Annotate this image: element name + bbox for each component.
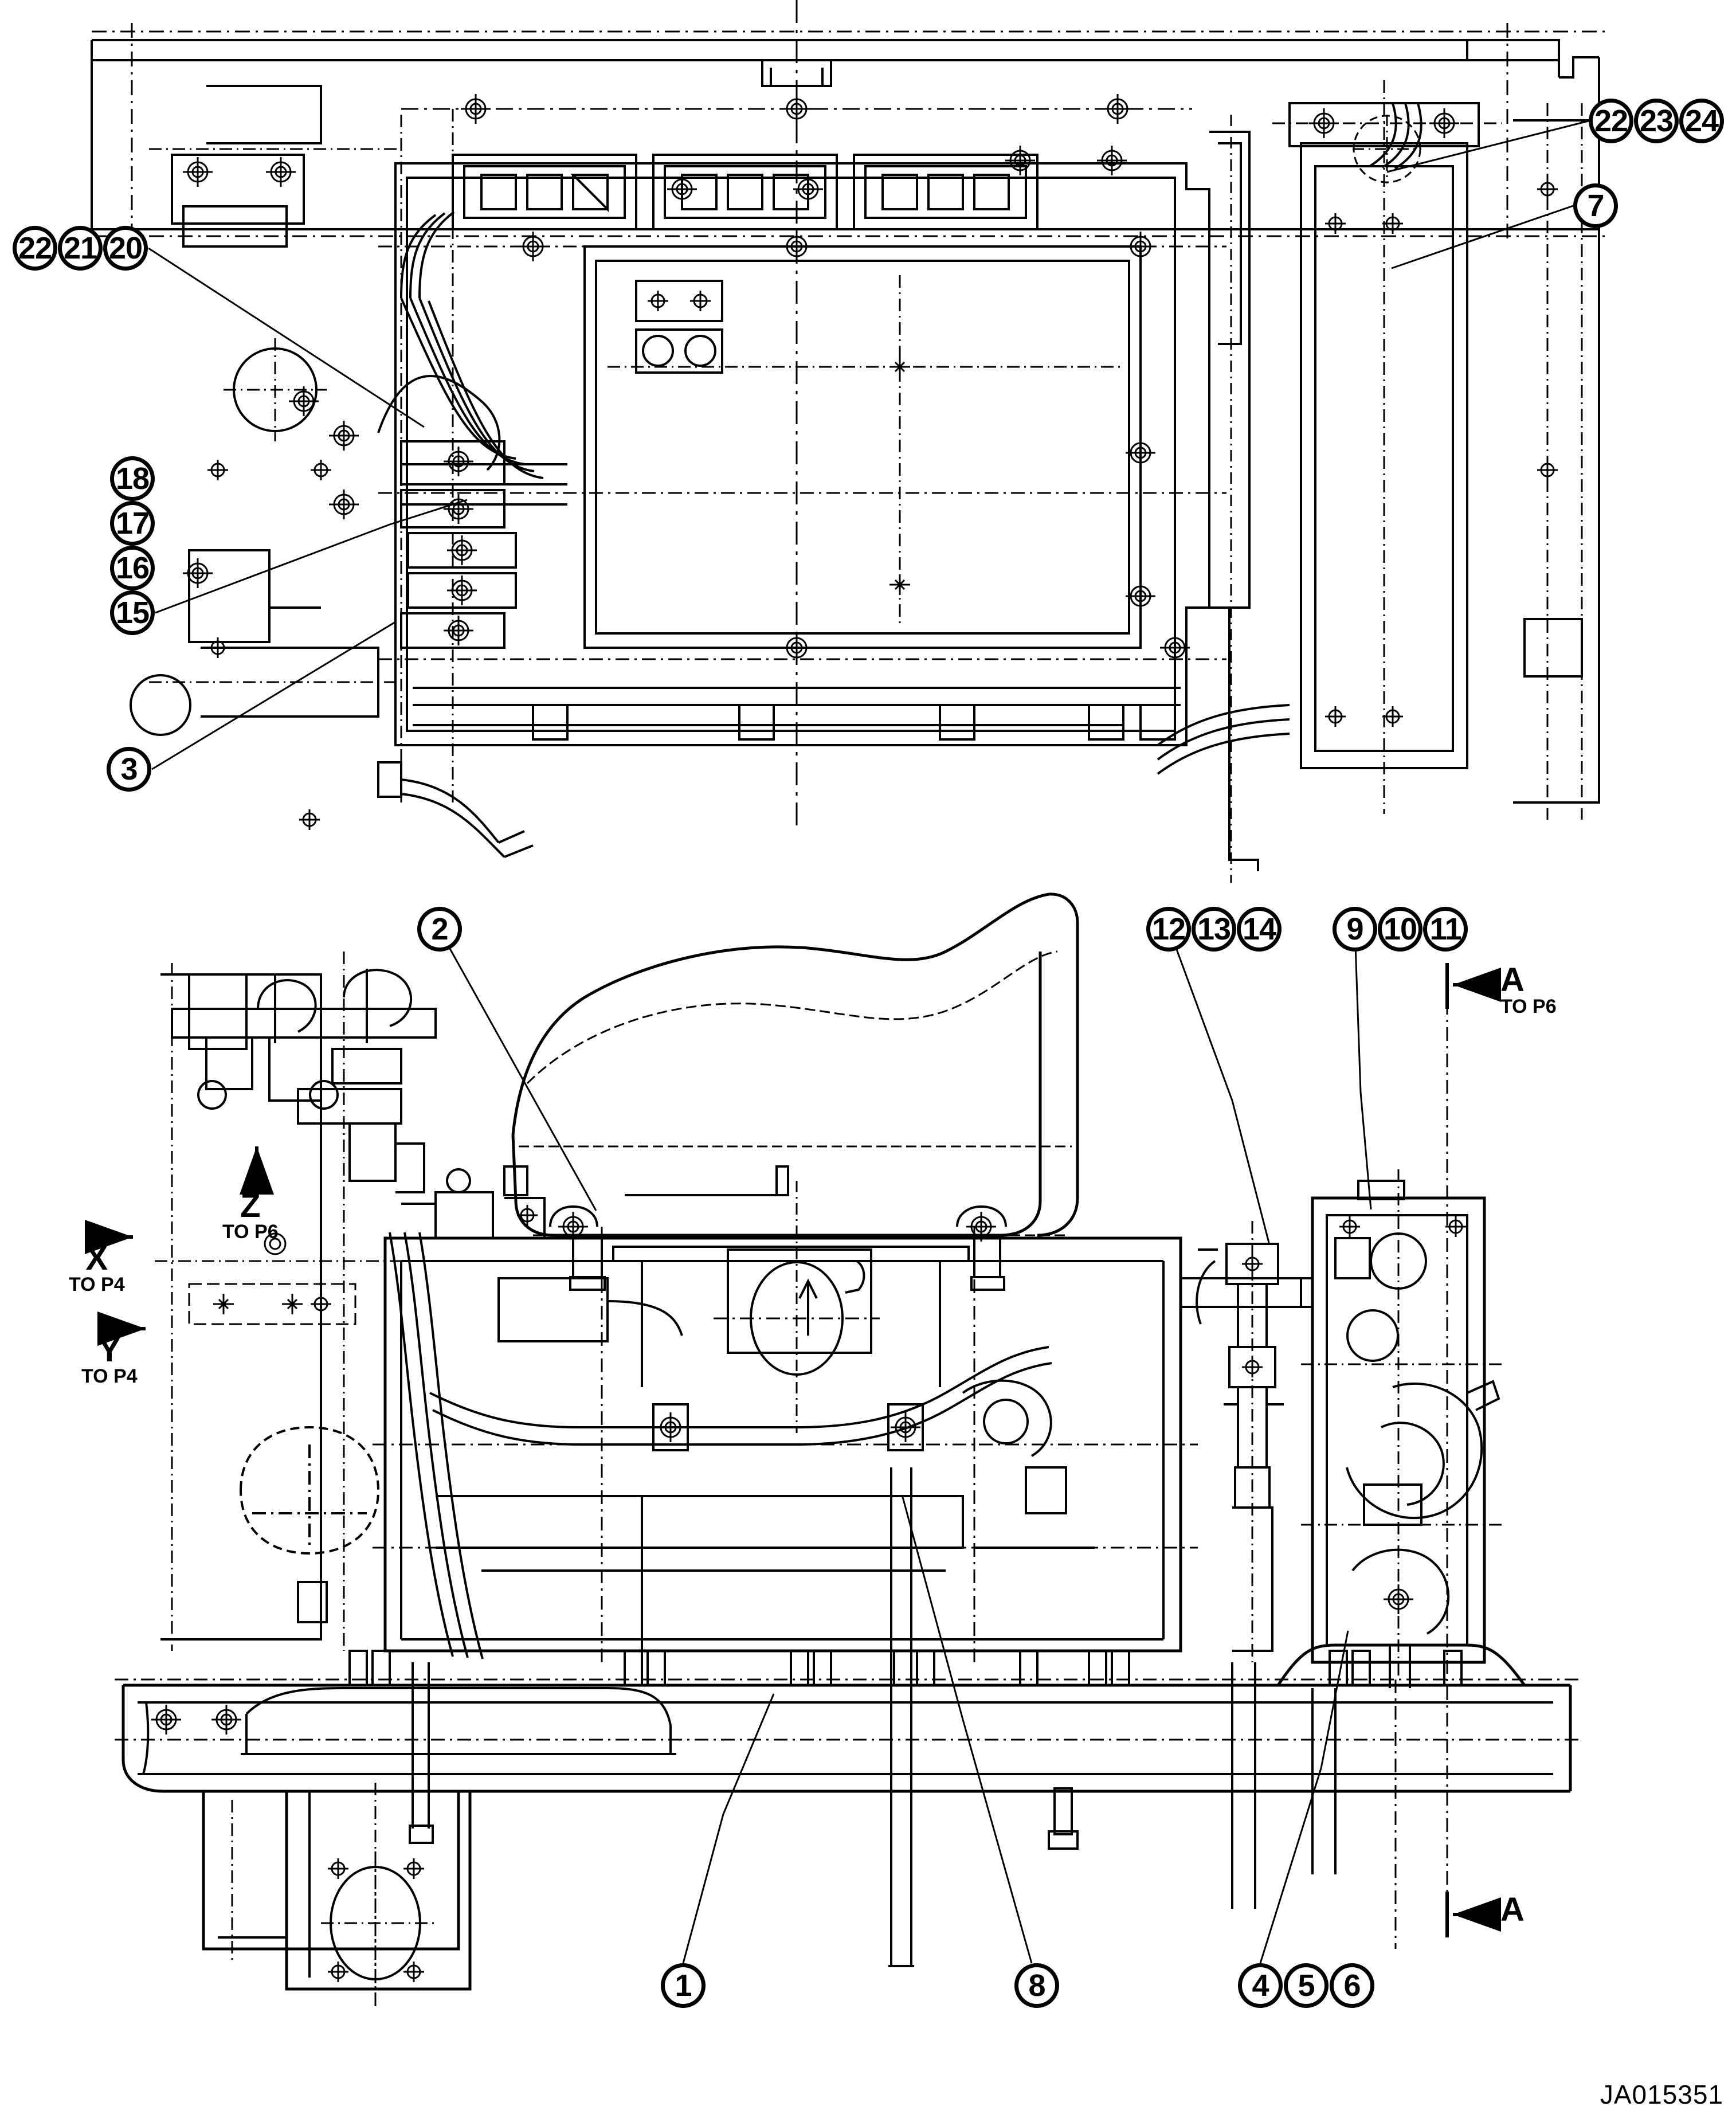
direction-axis-label-x: X xyxy=(85,1240,108,1277)
callout-3[interactable]: 3 xyxy=(107,747,151,792)
callout-19[interactable]: 20 xyxy=(103,226,148,271)
callout-20[interactable]: 21 xyxy=(58,226,103,271)
section-dest-top: TO P6 xyxy=(1500,996,1557,1017)
direction-dest-label-x: TO P4 xyxy=(69,1274,125,1295)
callout-8[interactable]: 8 xyxy=(1014,1963,1059,2008)
leader-lines xyxy=(148,120,1589,1964)
callout-2[interactable]: 2 xyxy=(417,907,462,952)
direction-axis-label-z: Z xyxy=(240,1187,261,1224)
direction-marker-z: Z TO P6 xyxy=(222,1187,279,1243)
callout-10[interactable]: 10 xyxy=(1378,907,1422,952)
direction-marker-y: Y TO P4 xyxy=(81,1332,138,1388)
direction-axis-label-y: Y xyxy=(98,1332,121,1369)
direction-dest-label-y: TO P4 xyxy=(81,1365,138,1387)
callout-23[interactable]: 23 xyxy=(1634,99,1679,143)
section-letter-bottom: A xyxy=(1500,1891,1525,1928)
callout-1[interactable]: 1 xyxy=(661,1963,706,2008)
section-marker-a-bottom: A xyxy=(1500,1891,1525,1928)
callout-24[interactable]: 24 xyxy=(1679,99,1724,143)
callout-7[interactable]: 7 xyxy=(1573,183,1618,228)
callout-16[interactable]: 16 xyxy=(110,546,155,590)
callout-18[interactable]: 18 xyxy=(110,456,155,501)
callout-12[interactable]: 12 xyxy=(1146,907,1191,952)
callout-5[interactable]: 5 xyxy=(1284,1963,1329,2008)
side-elevation-group xyxy=(115,892,1582,2006)
drawing-number: JA015351 xyxy=(1600,2080,1723,2109)
direction-dest-label-z: TO P6 xyxy=(222,1221,279,1243)
callout-9[interactable]: 9 xyxy=(1333,907,1377,952)
section-marker-a-top: A TO P6 xyxy=(1500,961,1557,1018)
callout-13[interactable]: 13 xyxy=(1192,907,1236,952)
callout-6[interactable]: 6 xyxy=(1330,1963,1374,2008)
callout-4[interactable]: 4 xyxy=(1238,1963,1283,2008)
section-arrow-top xyxy=(1445,963,1501,1009)
section-letter-top: A xyxy=(1500,961,1525,999)
callout-21[interactable]: 22 xyxy=(13,226,57,271)
plan-view-group xyxy=(91,0,1605,883)
callout-14[interactable]: 14 xyxy=(1237,907,1282,952)
callout-22[interactable]: 22 xyxy=(1589,99,1633,143)
callout-11[interactable]: 11 xyxy=(1423,907,1468,952)
callout-15[interactable]: 15 xyxy=(110,590,155,635)
direction-marker-x: X TO P4 xyxy=(69,1240,125,1296)
section-arrow-bottom xyxy=(1445,1892,1501,1937)
callout-17[interactable]: 17 xyxy=(110,501,155,546)
